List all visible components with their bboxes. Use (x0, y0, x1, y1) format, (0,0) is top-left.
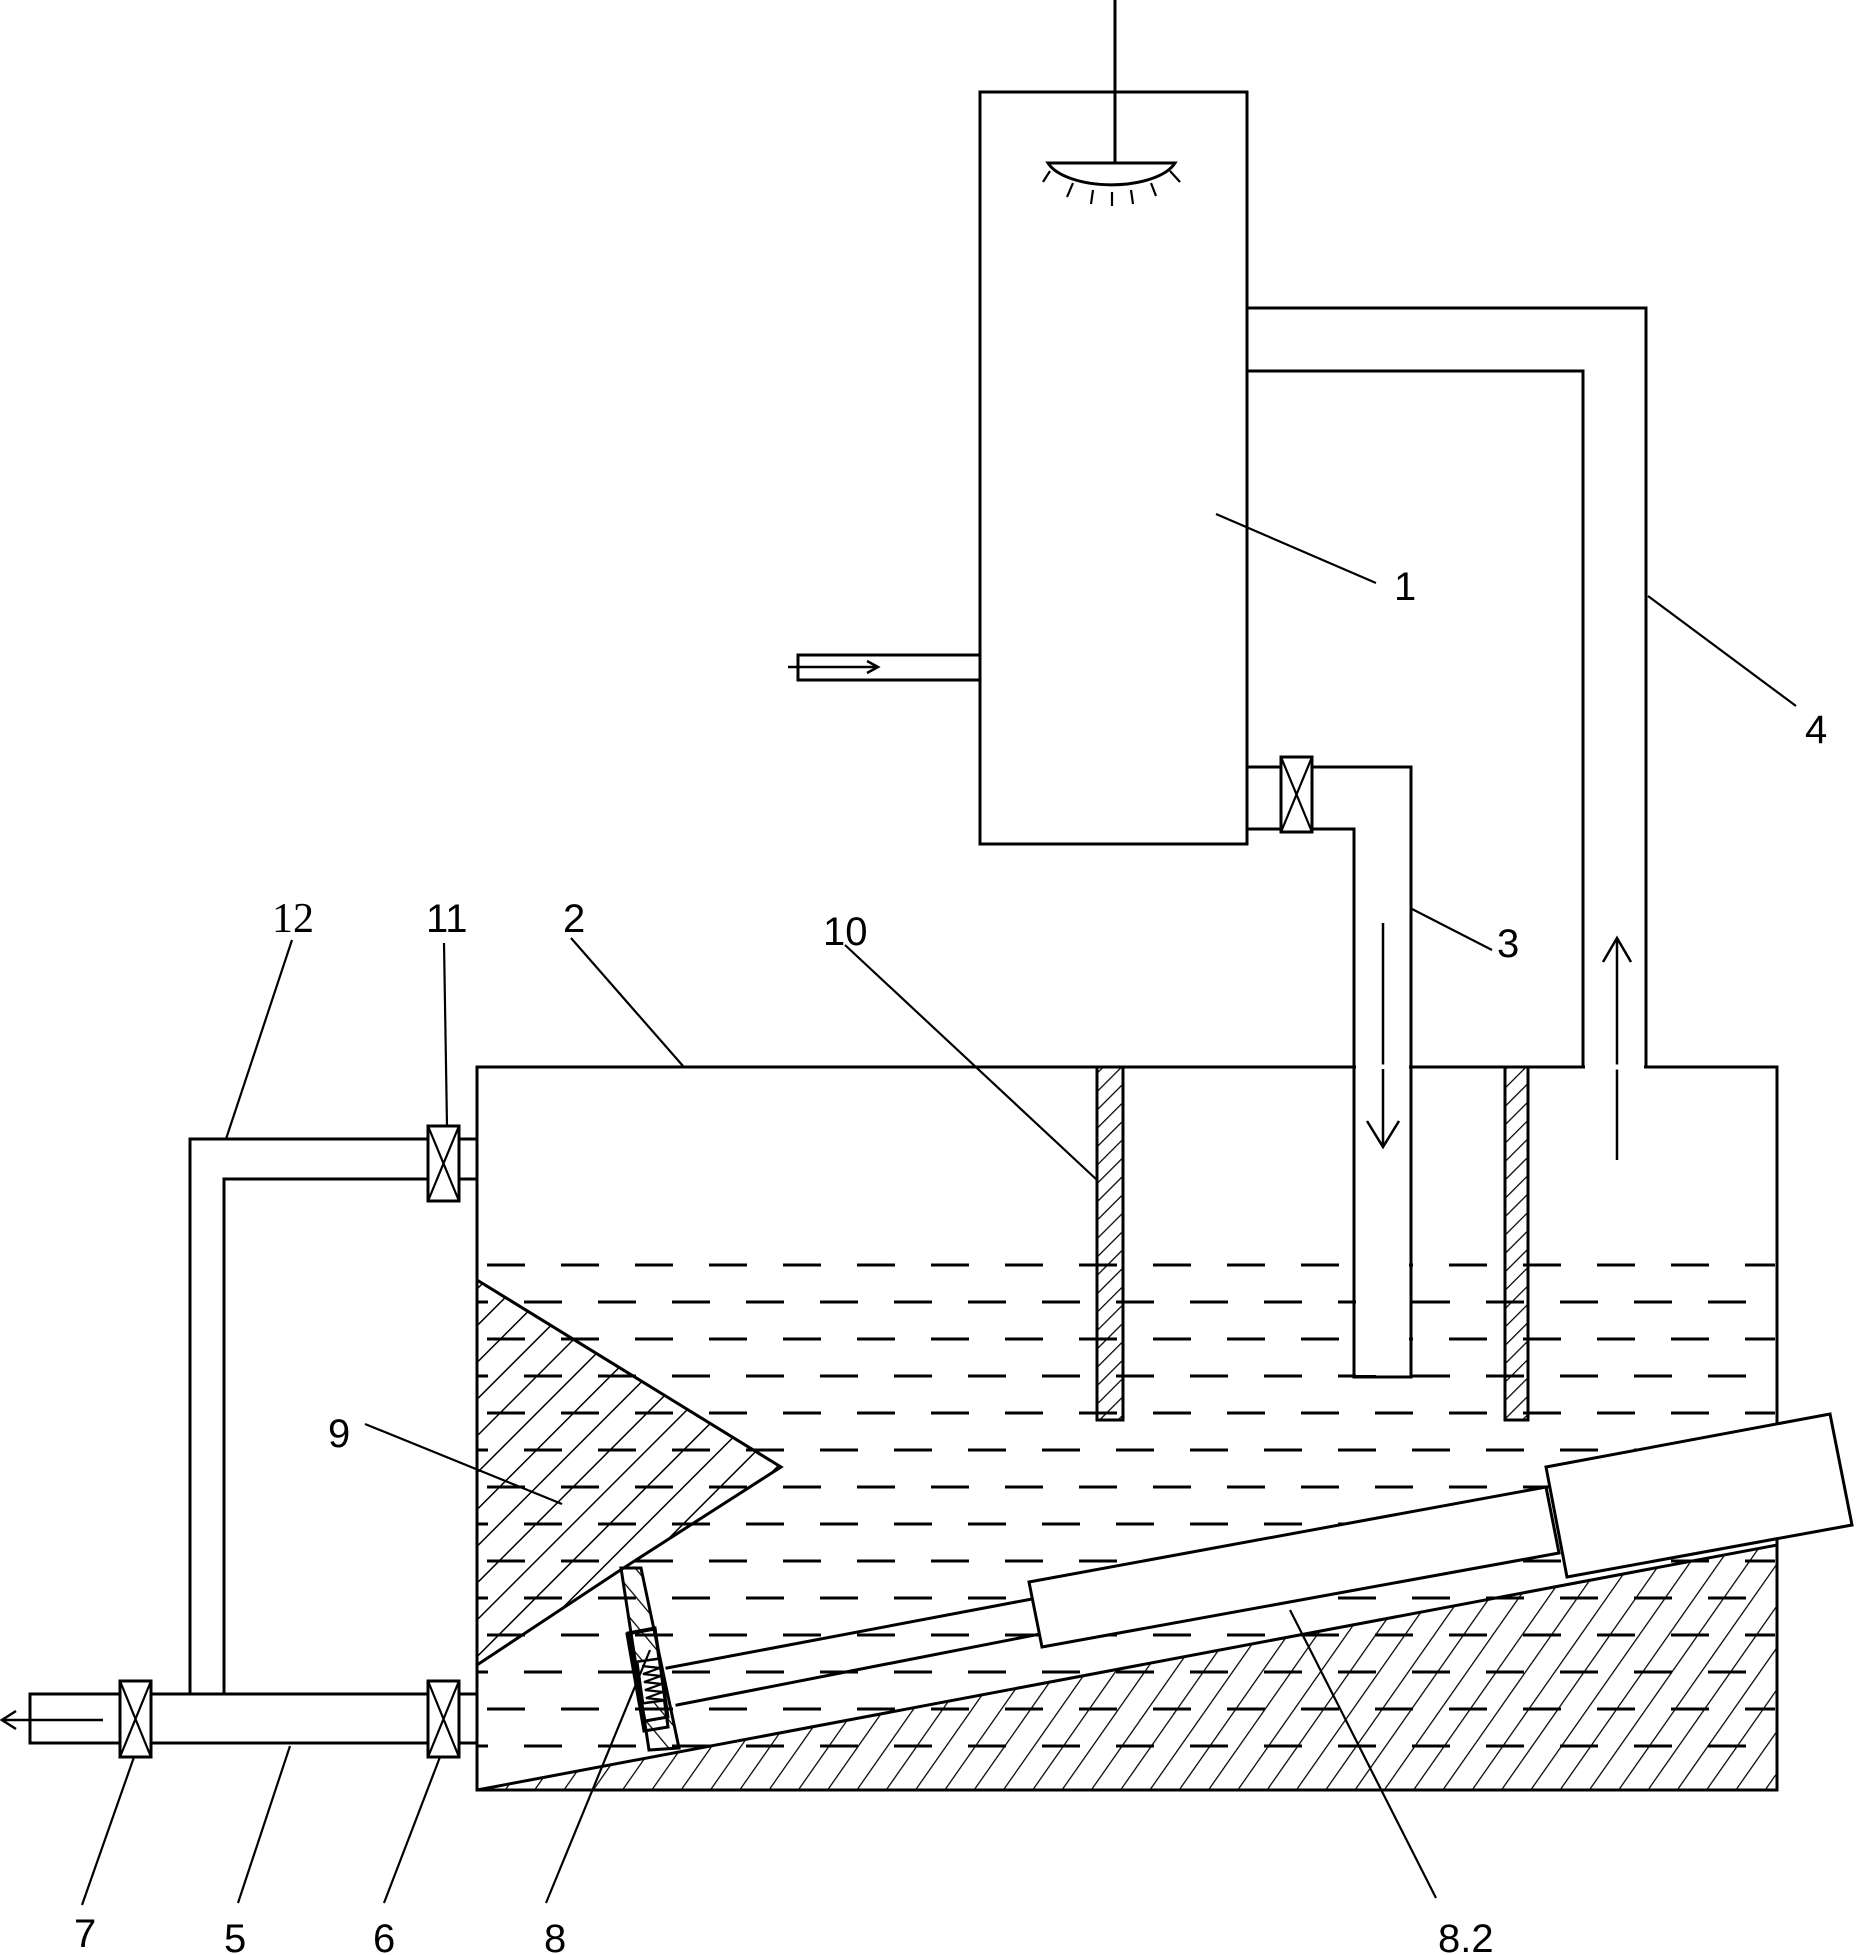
label-2: 2 (563, 897, 585, 941)
overflow-pipe-12 (188, 1124, 479, 1696)
baffle-plate-10 (1095, 1065, 1125, 1422)
label-10: 10 (823, 910, 868, 954)
flow-arrow-right-icon (788, 659, 881, 675)
flow-arrow-left-icon (0, 1709, 103, 1731)
label-3: 3 (1497, 922, 1519, 966)
tank-2 (475, 1038, 1854, 1792)
label-9: 9 (328, 1412, 350, 1456)
valve-6-icon (426, 1679, 461, 1759)
label-8-2: 8.2 (1438, 1917, 1494, 1955)
discharge-pipe-5 (0, 1679, 479, 1759)
label-8: 8 (544, 1917, 566, 1955)
label-12: 12 (272, 896, 314, 942)
label-4: 4 (1805, 708, 1827, 752)
actuator-8-2 (665, 1412, 1854, 1707)
vessel-1 (978, 0, 1249, 846)
pipe-3 (1245, 755, 1413, 1379)
flow-arrow-up-icon (1601, 935, 1633, 1160)
spray-head-icon (1042, 161, 1181, 206)
valve-icon (1279, 755, 1314, 834)
leader-lines (80, 512, 1797, 1906)
label-1: 1 (1394, 565, 1416, 609)
label-7: 7 (74, 1912, 96, 1955)
label-5: 5 (224, 1917, 246, 1955)
inlet-pipe (788, 653, 982, 682)
vessel-body (978, 90, 1249, 846)
pipe-4 (1245, 306, 1648, 1160)
valve-11-icon (426, 1124, 461, 1203)
label-11: 11 (426, 897, 468, 941)
baffle-plate-right (1503, 1065, 1530, 1422)
gate-plate-8 (619, 1566, 681, 1752)
label-6: 6 (373, 1917, 395, 1955)
valve-7-icon (118, 1679, 153, 1759)
spring-icon (635, 1657, 667, 1705)
